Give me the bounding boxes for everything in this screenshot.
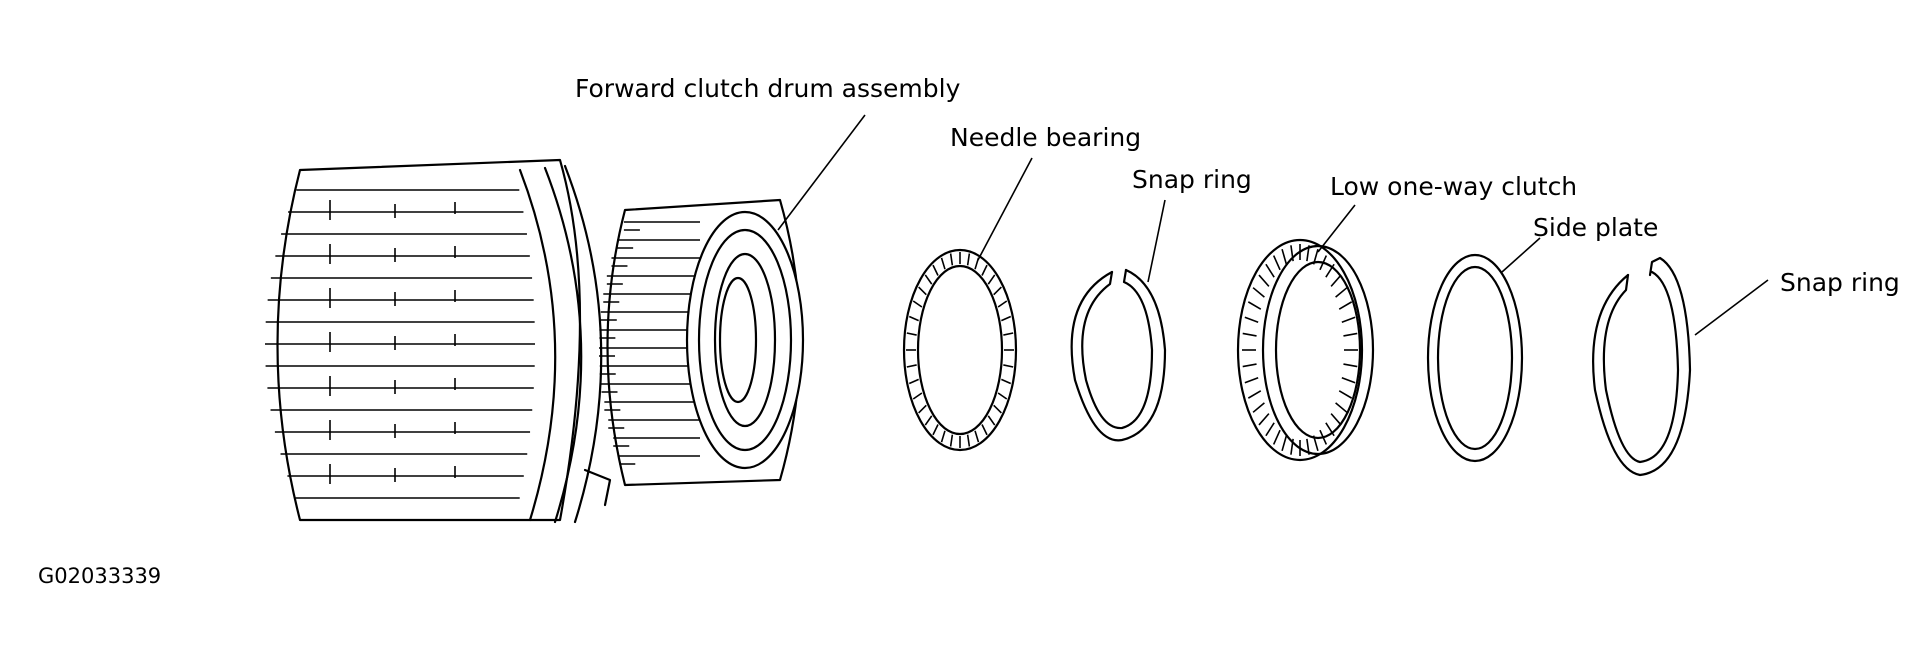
low-one-way-clutch-drawing	[1236, 238, 1375, 462]
leader-low-one-way-clutch	[1317, 204, 1356, 253]
forward-clutch-drum-assembly-drawing	[265, 158, 805, 524]
leader-snap-ring-1	[1147, 199, 1166, 283]
figure-id: G02033339	[38, 564, 162, 588]
needle-bearing-drawing	[902, 248, 1018, 452]
leader-lines	[777, 114, 1769, 336]
label-needle-bearing: Needle bearing	[950, 123, 1142, 152]
label-low-one-way-clutch: Low one-way clutch	[1330, 172, 1578, 201]
side-plate-drawing	[1426, 253, 1524, 463]
leader-forward-clutch-drum	[777, 114, 866, 231]
leader-snap-ring-2	[1694, 279, 1769, 336]
leader-needle-bearing	[977, 157, 1033, 261]
leader-side-plate	[1501, 237, 1541, 273]
snap-ring-2-drawing	[1592, 256, 1692, 477]
label-forward-clutch-drum-assembly: Forward clutch drum assembly	[575, 74, 961, 103]
label-snap-ring-1: Snap ring	[1132, 165, 1252, 194]
snap-ring-1-drawing	[1070, 268, 1167, 442]
label-snap-ring-2: Snap ring	[1780, 268, 1900, 297]
label-side-plate: Side plate	[1533, 213, 1659, 242]
